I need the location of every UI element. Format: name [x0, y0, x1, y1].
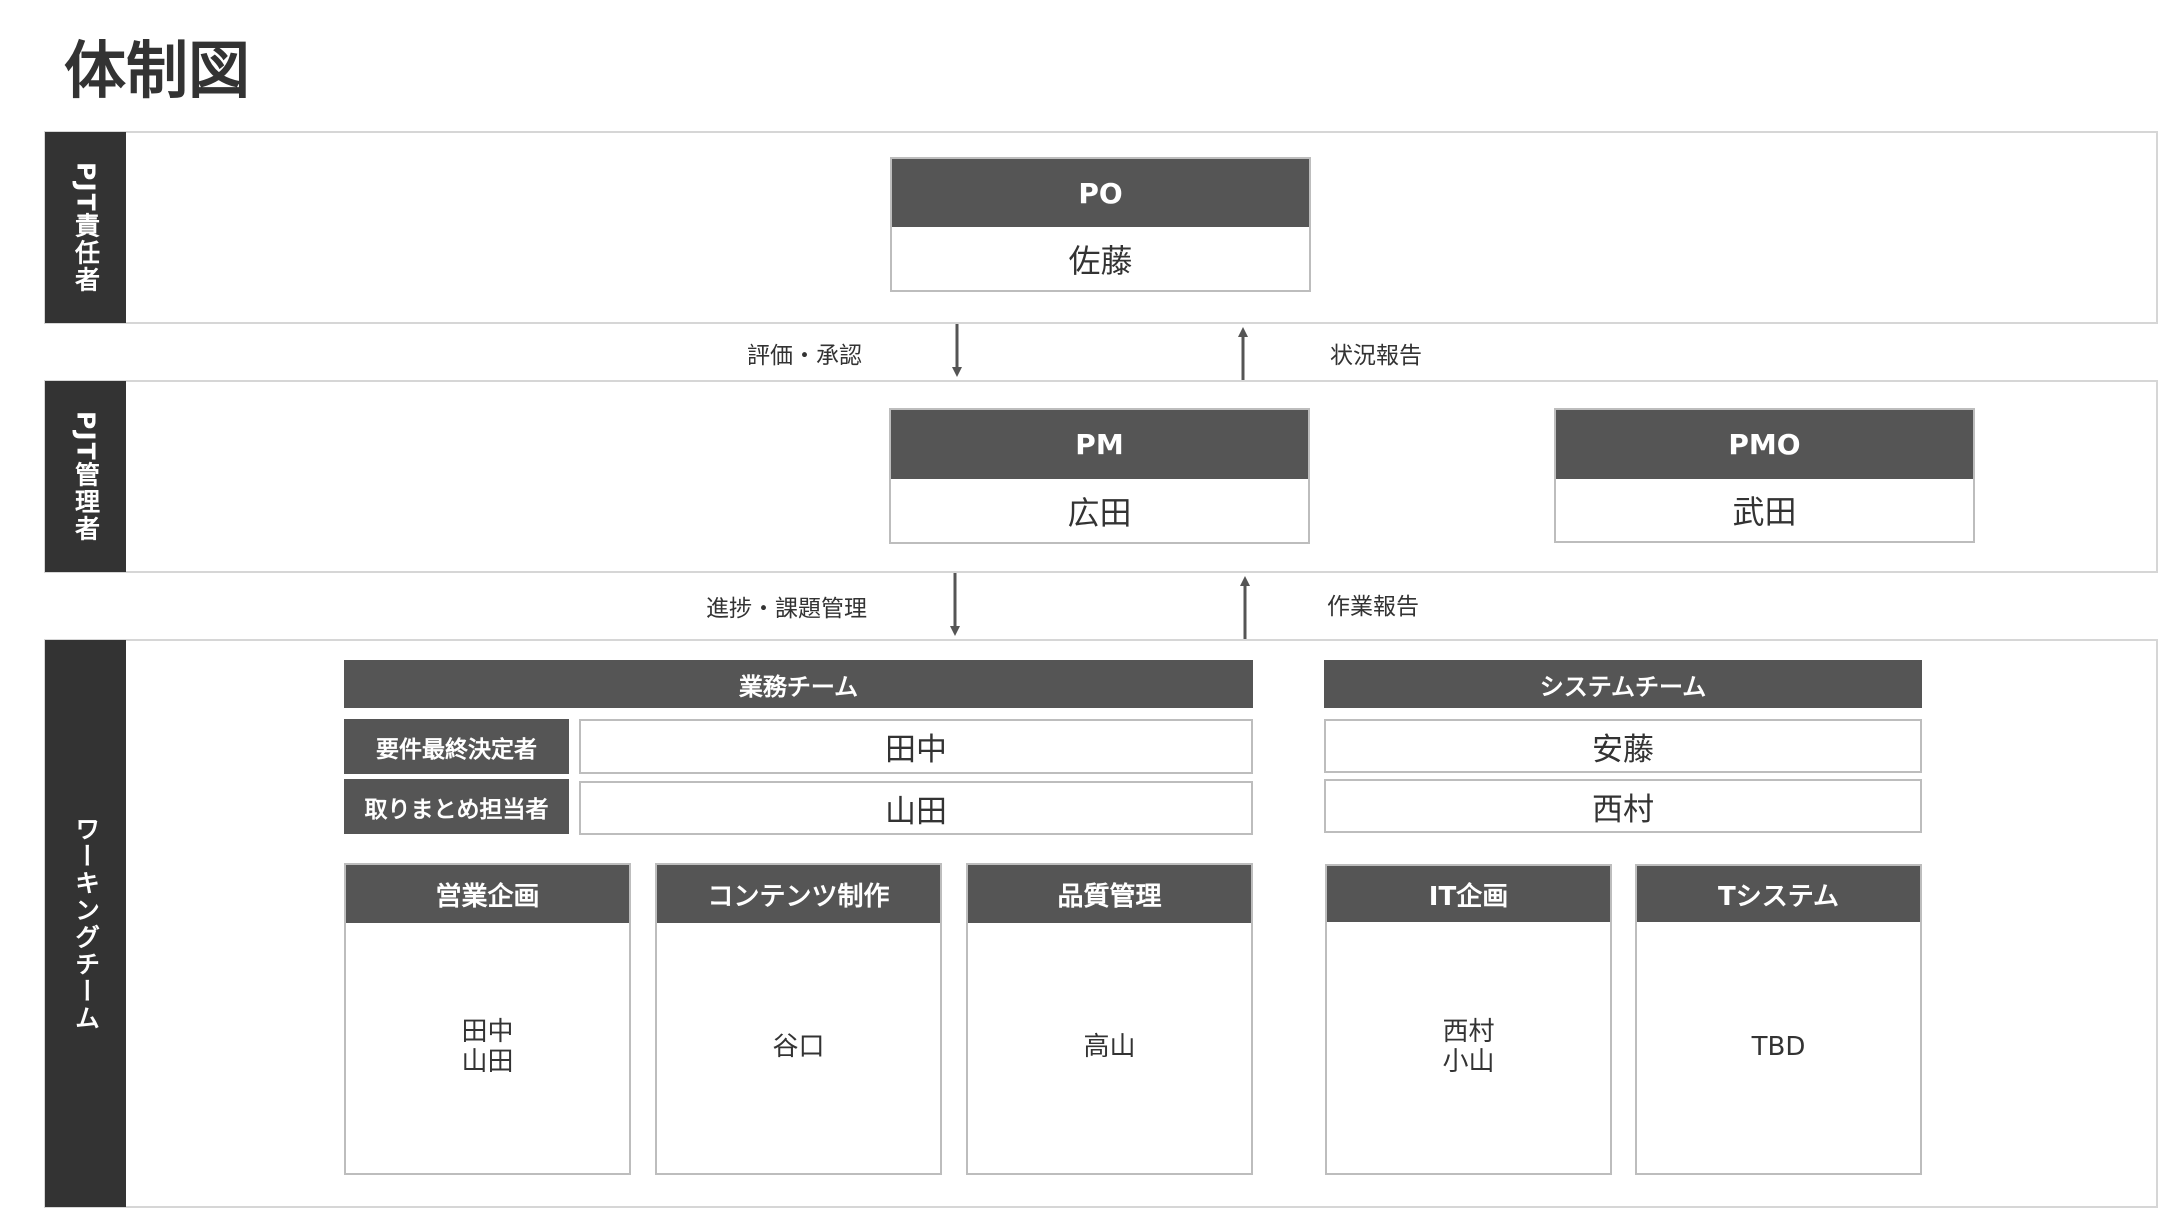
pmo-card: PMO 武田: [1554, 408, 1975, 543]
subteam-title: 営業企画: [346, 865, 629, 923]
flow-label-progress: 進捗・課題管理: [706, 596, 867, 622]
po-name: 佐藤: [1068, 241, 1133, 280]
subteam-title: IT企画: [1327, 866, 1610, 922]
business-team-title: 業務チーム: [344, 660, 1253, 708]
band-label-text: PJT責任者: [71, 161, 101, 294]
pm-card: PM 広田: [889, 408, 1310, 544]
band-label-manager: PJT管理者: [45, 381, 126, 572]
business-row-label: 取りまとめ担当者: [344, 779, 569, 834]
business-row-value: 田中: [579, 719, 1253, 774]
subteam-card: コンテンツ制作 谷口: [655, 863, 942, 1175]
pmo-role: PMO: [1556, 410, 1973, 479]
band-label-responsible: PJT責任者: [45, 132, 126, 323]
subteam-card: 品質管理 高山: [966, 863, 1253, 1175]
subteam-title: 品質管理: [968, 865, 1251, 923]
po-role: PO: [892, 159, 1309, 227]
page-title: 体制図: [64, 34, 251, 107]
subteam-title: Tシステム: [1637, 866, 1920, 922]
subteam-card: 営業企画 田中 山田: [344, 863, 631, 1175]
flow-label-work-report: 作業報告: [1327, 594, 1419, 620]
band-label-working: ワーキングチーム: [45, 640, 126, 1207]
pm-name: 広田: [1067, 493, 1132, 532]
po-card: PO 佐藤: [890, 157, 1311, 292]
subteam-members: 西村 小山: [1442, 1016, 1495, 1077]
subteam-card: Tシステム TBD: [1635, 864, 1922, 1175]
subteam-members: 高山: [1083, 1032, 1136, 1063]
subteam-members: 谷口: [772, 1032, 825, 1063]
subteam-members: TBD: [1751, 1031, 1806, 1062]
flow-label-evaluate: 評価・承認: [747, 343, 862, 369]
system-team-title: システムチーム: [1324, 660, 1922, 708]
subteam-card: IT企画 西村 小山: [1325, 864, 1612, 1175]
system-row-value: 安藤: [1324, 719, 1922, 773]
system-row-value: 西村: [1324, 779, 1922, 833]
band-label-text: PJT管理者: [71, 410, 101, 543]
pm-role: PM: [891, 410, 1308, 479]
business-row-label: 要件最終決定者: [344, 719, 569, 774]
subteam-members: 田中 山田: [461, 1017, 514, 1077]
band-label-text: ワーキングチーム: [71, 815, 101, 1032]
pmo-name: 武田: [1732, 493, 1797, 531]
flow-label-status: 状況報告: [1330, 343, 1422, 369]
business-row-value: 山田: [579, 781, 1253, 835]
subteam-title: コンテンツ制作: [657, 865, 940, 923]
